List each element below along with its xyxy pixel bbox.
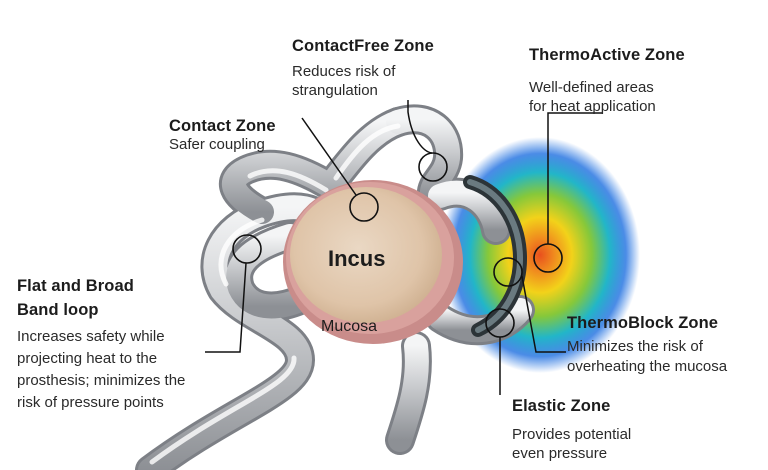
band-loop-title-2: Band loop bbox=[17, 301, 99, 319]
thermoactive-zone-title: ThermoActive Zone bbox=[529, 46, 685, 64]
band-loop-title-1: Flat and Broad bbox=[17, 277, 134, 295]
metal-band-loops bbox=[135, 104, 535, 470]
thermoblock-zone-desc-2: overheating the mucosa bbox=[567, 358, 728, 375]
contactfree-zone-title: ContactFree Zone bbox=[292, 37, 434, 55]
thermoblock-zone-desc-1: Minimizes the risk of bbox=[567, 338, 703, 355]
contactfree-zone-desc-1: Reduces risk of bbox=[292, 63, 396, 80]
contactfree-zone-desc-2: strangulation bbox=[292, 82, 378, 99]
band-loop-marker bbox=[232, 234, 262, 264]
thermoactive-zone-desc-1: Well-defined areas bbox=[529, 79, 654, 96]
thermoblock-zone-marker bbox=[493, 257, 523, 287]
mucosa-label: Mucosa bbox=[321, 318, 378, 335]
band-loop-desc-4: risk of pressure points bbox=[17, 394, 164, 411]
band-loop-desc-1: Increases safety while bbox=[17, 328, 165, 345]
band-loop-desc-3: prosthesis; minimizes the bbox=[17, 372, 186, 389]
thermoblock-zone-title: ThermoBlock Zone bbox=[567, 314, 719, 332]
incus-label: Incus bbox=[328, 246, 386, 271]
thermoactive-zone-desc-2: for heat application bbox=[529, 98, 656, 115]
contactfree-zone-marker bbox=[418, 152, 448, 182]
elastic-zone-title: Elastic Zone bbox=[512, 397, 611, 415]
contact-zone-marker bbox=[349, 192, 379, 222]
contact-zone-title: Contact Zone bbox=[169, 117, 276, 135]
incus-disc bbox=[283, 180, 463, 344]
elastic-zone-desc-2: even pressure bbox=[512, 445, 608, 462]
elastic-zone-desc-1: Provides potential bbox=[512, 426, 632, 443]
band-loop-desc-2: projecting heat to the bbox=[17, 350, 158, 367]
callout-circles bbox=[232, 152, 563, 338]
contact-zone-desc-1: Safer coupling bbox=[169, 136, 265, 153]
leader-lines bbox=[205, 100, 602, 395]
